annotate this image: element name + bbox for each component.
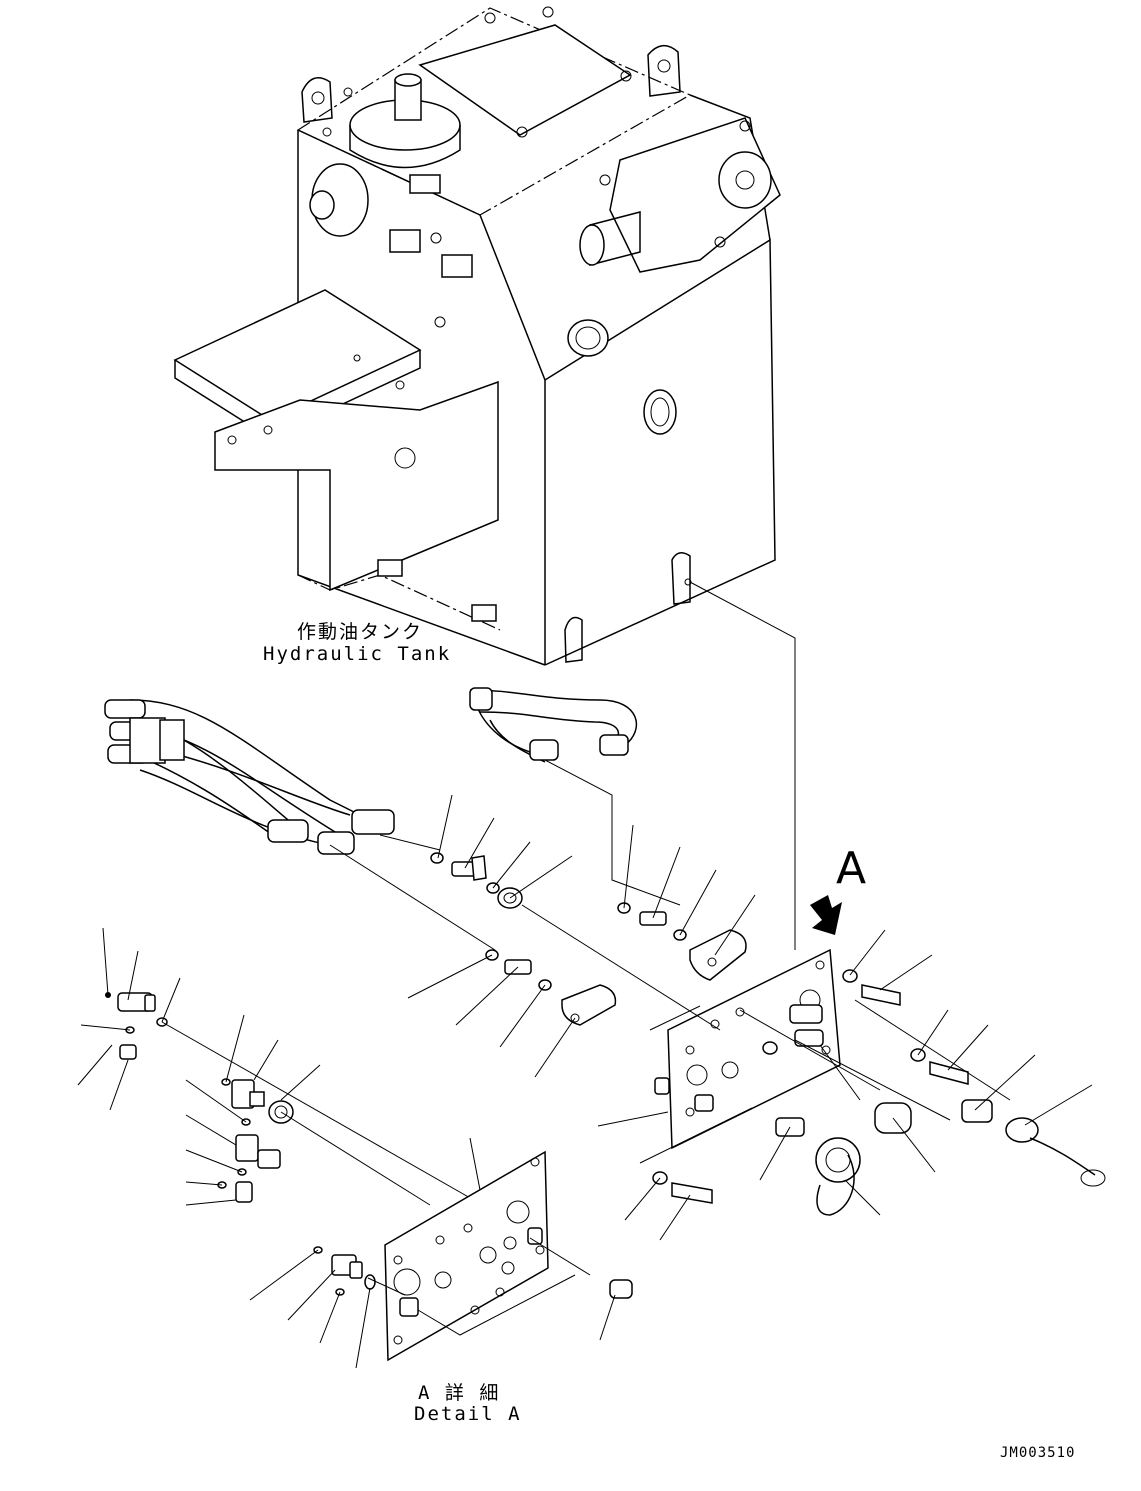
hose-assembly bbox=[104, 687, 638, 855]
port-plate bbox=[654, 948, 841, 1150]
drawing-code: JM003510 bbox=[1000, 1445, 1076, 1461]
detail-label-jp: A 詳 細 bbox=[418, 1382, 501, 1404]
fitting bbox=[105, 992, 294, 1203]
detail-plate bbox=[384, 1150, 549, 1362]
tank-label-jp: 作動油タンク bbox=[297, 621, 424, 643]
fitting bbox=[313, 1246, 633, 1299]
fitting bbox=[430, 852, 1106, 1216]
direction-arrow bbox=[810, 895, 842, 935]
view-marker-a: A bbox=[836, 843, 867, 894]
tank-label-en: Hydraulic Tank bbox=[263, 643, 452, 665]
detail-label-en: Detail A bbox=[414, 1403, 522, 1425]
hydraulic-tank bbox=[173, 6, 781, 666]
